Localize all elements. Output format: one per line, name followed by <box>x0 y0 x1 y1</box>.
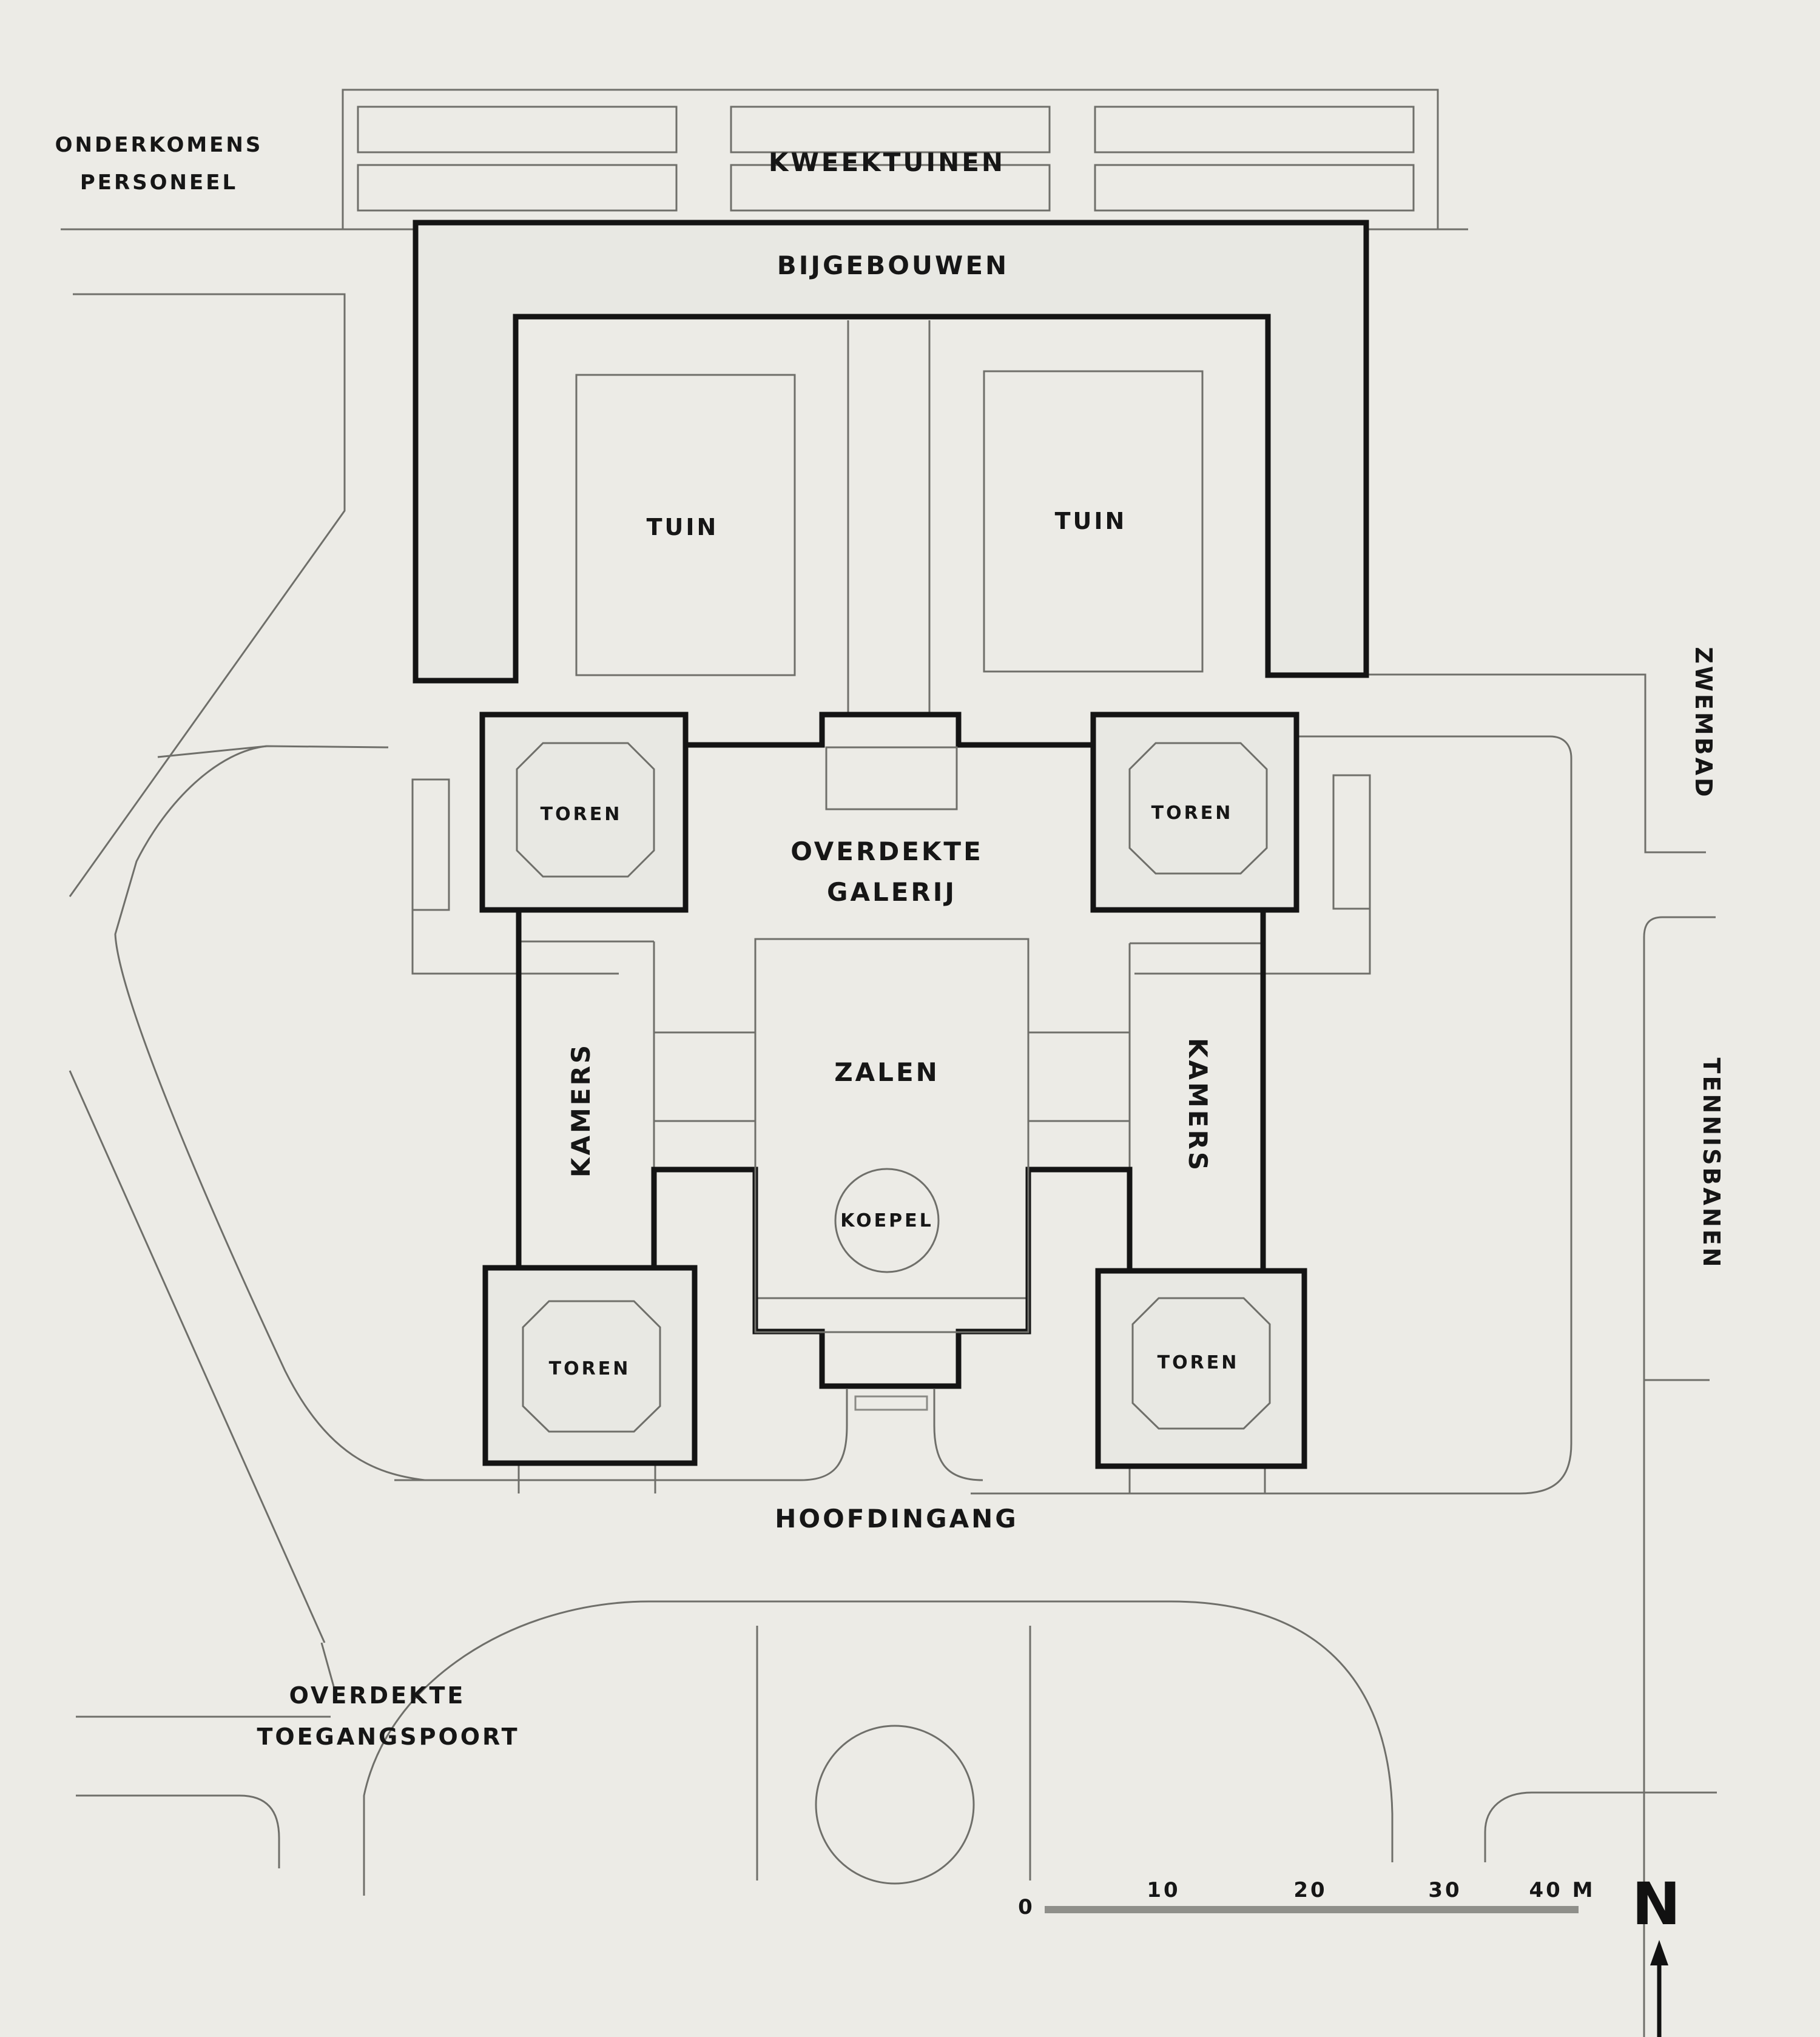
scale-bar-line <box>1045 1906 1579 1913</box>
label-bijgebouwen: BIJGEBOUWEN <box>777 251 1009 280</box>
label-tennisbanen: TENNISBANEN <box>1698 1058 1725 1270</box>
scale-tick-30: 30 <box>1428 1878 1461 1902</box>
label-tuin-right: TUIN <box>1055 508 1127 534</box>
scale-bar: 0 10 20 30 40 M <box>1018 1878 1596 1919</box>
tower-octagon-ne <box>1128 742 1268 875</box>
tower-octagon-sw <box>522 1300 661 1433</box>
scale-tick-10: 10 <box>1147 1878 1180 1902</box>
inner-details <box>516 742 1271 1433</box>
label-galerij-2: GALERIJ <box>827 877 957 907</box>
tower-octagon-se <box>1131 1297 1271 1430</box>
north-arrow-head-icon <box>1650 1940 1668 1965</box>
label-toren-nw: TOREN <box>541 804 622 825</box>
scale-tick-20: 20 <box>1293 1878 1327 1902</box>
label-tuin-left: TUIN <box>647 514 719 540</box>
tower-octagon-nw <box>516 742 655 878</box>
label-toren-se: TOREN <box>1158 1352 1239 1373</box>
scale-tick-0: 0 <box>1018 1895 1035 1919</box>
label-onderkomens-2: PERSONEEL <box>80 170 238 195</box>
label-kamers-right: KAMERS <box>1183 1038 1213 1173</box>
label-onderkomens-1: ONDERKOMENS <box>55 133 263 157</box>
label-toegang-2: TOEGANGSPOORT <box>257 1723 519 1750</box>
labels: ONDERKOMENS PERSONEEL KWEEKTUINEN BIJGEB… <box>55 133 1725 1750</box>
scale-tick-40m: 40 M <box>1529 1878 1596 1902</box>
label-zalen: ZALEN <box>834 1057 940 1087</box>
label-galerij-1: OVERDEKTE <box>790 837 983 866</box>
label-hoofdingang: HOOFDINGANG <box>775 1504 1019 1534</box>
label-toren-sw: TOREN <box>549 1358 631 1379</box>
building-outlines <box>413 220 1369 1469</box>
label-kamers-left: KAMERS <box>566 1043 596 1177</box>
label-toegang-1: OVERDEKTE <box>289 1682 466 1709</box>
label-kweektuinen: KWEEKTUINEN <box>769 147 1005 177</box>
label-koepel: KOEPEL <box>840 1210 934 1231</box>
label-zwembad: ZWEMBAD <box>1690 647 1717 799</box>
north-arrow: N <box>1632 1870 1680 2037</box>
north-label: N <box>1632 1870 1680 1938</box>
koepel-dome <box>834 1168 940 1273</box>
label-toren-ne: TOREN <box>1151 803 1233 824</box>
